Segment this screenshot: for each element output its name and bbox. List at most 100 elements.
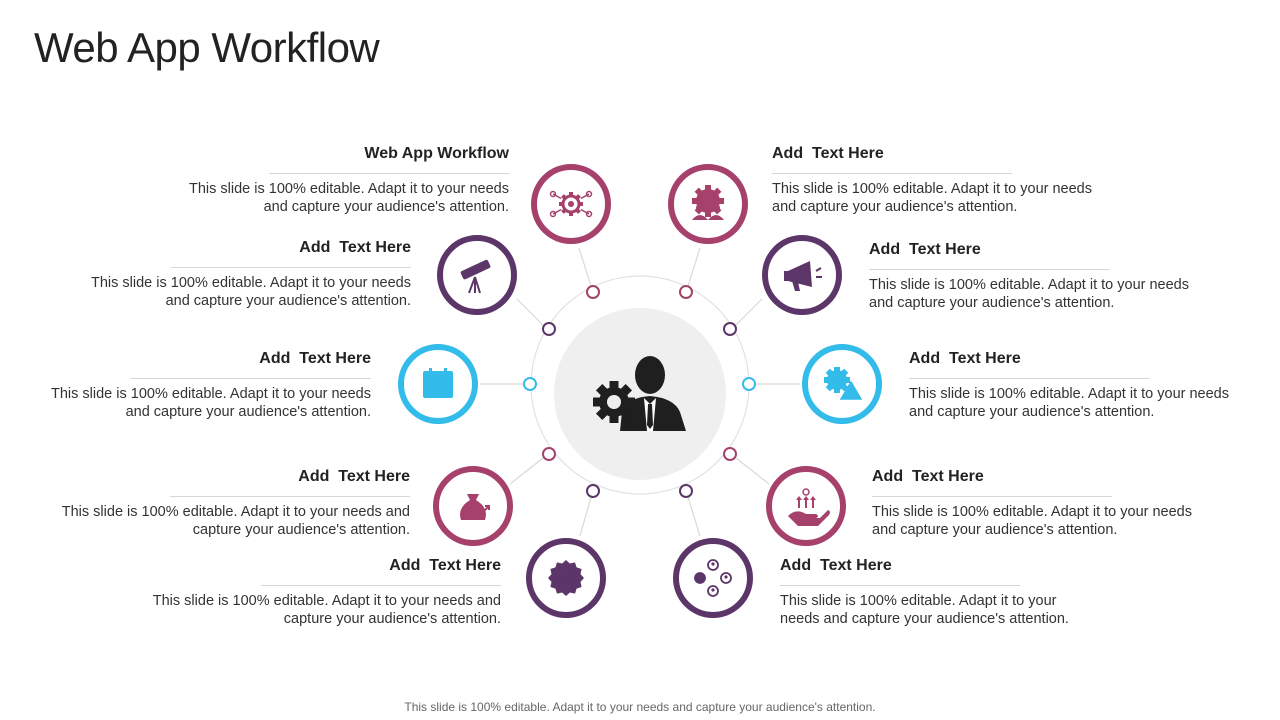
team-gear-icon [692,185,724,220]
description-line: This slide is 100% editable. Adapt it to… [152,593,501,609]
description-line: This slide is 100% editable. Adapt it to… [772,181,1092,197]
block-description: This slide is 100% editable. Adapt it to… [189,180,509,216]
node-10 [673,538,753,618]
megaphone-icon [784,261,822,291]
node-2 [437,235,517,315]
block-heading: Web App Workflow [364,145,509,162]
block-divider [772,173,1012,174]
svg-text:$: $ [469,503,477,518]
node-3 [398,344,478,424]
description-line: and capture your audience's attention. [909,404,1155,420]
description-line: and capture your audience's attention. [125,404,371,420]
block-description: This slide is 100% editable. Adapt it to… [91,274,411,310]
connector-line [735,298,763,326]
description-line: capture your audience's attention. [283,611,501,627]
block-heading: Add Text Here [909,350,1021,367]
description-line: This slide is 100% editable. Adapt it to… [189,181,509,197]
connectors [480,247,800,537]
block-heading: Add Text Here [780,557,892,574]
connector-dot [742,377,756,391]
block-description: This slide is 100% editable. Adapt it to… [872,503,1192,539]
gear-warning-icon [824,367,863,400]
block-divider [261,585,501,586]
block-description: This slide is 100% editable. Adapt it to… [780,592,1069,628]
block-divider [269,173,509,174]
connector-dot [542,447,556,461]
block-heading: Add Text Here [298,468,410,485]
connector-dot [586,484,600,498]
node-6 [668,164,748,244]
block-description: This slide is 100% editable. Adapt it to… [869,276,1189,312]
telescope-icon [460,259,491,294]
connector-dot [523,377,537,391]
connector-line [687,247,701,287]
block-divider [780,585,1020,586]
node-7 [762,235,842,315]
connector-dot [542,322,556,336]
block-divider [869,269,1109,270]
description-line: This slide is 100% editable. Adapt it to… [51,386,371,402]
description-line: and capture your audience's attention. [869,295,1115,311]
badge-check-icon [548,560,584,596]
block-heading: Add Text Here [259,350,371,367]
node-1 [531,164,611,244]
block-divider [170,496,410,497]
block-description: This slide is 100% editable. Adapt it to… [772,180,1092,216]
connector-line [516,298,544,326]
connector-line [578,247,592,287]
description-line: needs and capture your audience's attent… [780,611,1069,627]
block-description: This slide is 100% editable. Adapt it to… [909,385,1229,421]
footer-note: This slide is 100% editable. Adapt it to… [404,700,876,714]
block-divider [131,378,371,379]
connector-line [687,496,701,537]
description-line: This slide is 100% editable. Adapt it to… [61,504,410,520]
node-4: $ [433,466,513,546]
description-line: and capture your audience's attention. [263,199,509,215]
connector-line [509,457,544,485]
block-heading: Add Text Here [869,241,981,258]
description-line: This slide is 100% editable. Adapt it to… [872,504,1192,520]
block-divider [171,267,411,268]
description-line: This slide is 100% editable. Adapt it to… [869,277,1189,293]
connector-dot [586,285,600,299]
businessman-gear-icon [593,356,686,431]
hand-growth-icon [788,488,830,526]
description-line: and capture your audience's attention. [772,199,1018,215]
block-heading: Add Text Here [772,145,884,162]
description-line: and capture your audience's attention. [872,522,1118,538]
description-line: This slide is 100% editable. Adapt it to… [780,593,1057,609]
node-8 [802,344,882,424]
connector-line [579,496,592,537]
description-line: This slide is 100% editable. Adapt it to… [909,386,1229,402]
block-description: This slide is 100% editable. Adapt it to… [51,385,371,421]
block-heading: Add Text Here [872,468,984,485]
block-heading: Add Text Here [299,239,411,256]
node-9 [766,466,846,546]
connector-dot [679,285,693,299]
calendar-icon [423,368,453,398]
node-ring [673,538,753,618]
block-description: This slide is 100% editable. Adapt it to… [153,592,501,628]
center-hub [554,308,726,480]
block-divider [872,496,1112,497]
description-line: and capture your audience's attention. [165,293,411,309]
node-ring [437,235,517,315]
connector-line [735,457,770,485]
settings-network-icon [549,190,593,218]
description-line: This slide is 100% editable. Adapt it to… [91,275,411,291]
money-bag-icon: $ [460,494,490,520]
connector-dot [723,447,737,461]
block-description: This slide is 100% editable. Adapt it to… [62,503,410,539]
description-line: capture your audience's attention. [192,522,410,538]
slide-title: Web App Workflow [34,24,380,71]
